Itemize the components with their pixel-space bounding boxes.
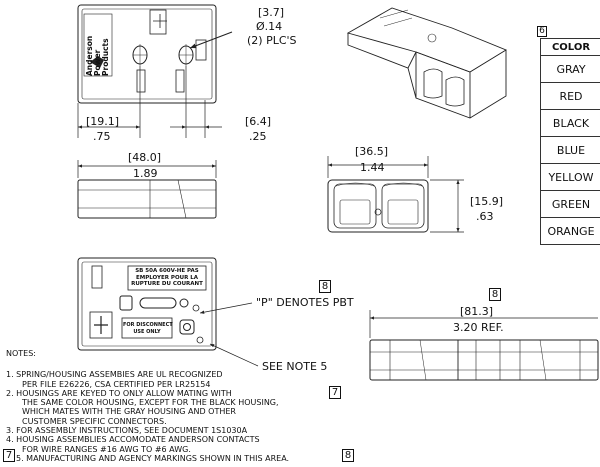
disconnect-line-2: USE ONLY: [133, 328, 161, 335]
color-row: ORANGE: [540, 217, 600, 245]
marker-7-mid: 7: [329, 386, 341, 399]
length-mm: [48.0]: [128, 151, 162, 164]
see-note-5: SEE NOTE 5: [262, 360, 328, 373]
marker-8-pbt: 8: [319, 280, 331, 293]
isometric-view: [346, 7, 507, 119]
color-table-marker: 6: [537, 26, 547, 37]
face-width-mm: [36.5]: [355, 145, 389, 158]
label-text: SB 50A 600V-HE PAS EMPLOYER POUR LA RUPT…: [130, 268, 204, 288]
logo-line-3: Products: [101, 38, 110, 76]
pbt-note: "P" DENOTES PBT: [256, 296, 354, 309]
label-line-1: SB 50A 600V-HE PAS: [135, 268, 199, 274]
note-1: 1. SPRING/HOUSING ASSEMBIES ARE UL RECOG…: [6, 370, 223, 380]
color-row: BLUE: [540, 136, 600, 164]
face-height-in: .63: [476, 210, 494, 223]
color-table: COLOR GRAY RED BLACK BLUE YELLOW GREEN O…: [540, 38, 600, 245]
front-face-dimensions: [327, 156, 464, 233]
note-2-cont: THE SAME COLOR HOUSING, EXCEPT FOR THE B…: [22, 398, 279, 408]
marker-8-assembly: 8: [489, 288, 501, 301]
top-view: [77, 4, 233, 104]
logo-text: Anderson Power Products: [85, 36, 110, 76]
disconnect-text: FOR DISCONNECT USE ONLY: [123, 322, 173, 335]
ref-length-mm: [81.3]: [460, 305, 494, 318]
hole-dia-mm: [3.7]: [258, 6, 285, 19]
note-5: 5. MANUFACTURING AND AGENCY MARKINGS SHO…: [16, 453, 290, 463]
length-in: 1.89: [133, 167, 158, 180]
front-face-view: [327, 179, 429, 233]
note-4-cont: FOR WIRE RANGES #16 AWG TO #6 AWG.: [22, 444, 191, 454]
hole-count: (2) PLC'S: [247, 34, 297, 47]
marker-7-note: 7: [3, 449, 15, 462]
width-front-in: .75: [93, 130, 111, 143]
note-1-cont: PER FILE E26226, CSA CERTIFIED PER LR251…: [22, 379, 211, 389]
offset-in: .25: [249, 130, 267, 143]
note-2-cont: CUSTOMER SPECIFIC CONNECTORS.: [22, 416, 167, 426]
color-row: RED: [540, 82, 600, 110]
note-2-cont: WHICH MATES WITH THE GRAY HOUSING AND OT…: [22, 407, 236, 417]
assembly-dimensions: [369, 310, 598, 338]
color-row: YELLOW: [540, 163, 600, 191]
width-front-mm: [19.1]: [86, 115, 120, 128]
face-width-in: 1.44: [360, 161, 385, 174]
note-2: 2. HOUSINGS ARE KEYED TO ONLY ALLOW MATI…: [6, 388, 232, 398]
offset-mm: [6.4]: [245, 115, 272, 128]
color-row: BLACK: [540, 109, 600, 137]
color-table-header: COLOR: [540, 38, 600, 56]
label-view: [77, 257, 217, 351]
note-3: 3. FOR ASSEMBLY INSTRUCTIONS, SEE DOCUME…: [6, 426, 248, 436]
hole-dia-in: Ø.14: [256, 20, 283, 33]
notes-block: NOTES: 1. SPRING/HOUSING ASSEMBIES ARE U…: [6, 349, 289, 463]
note-4: 4. HOUSING ASSEMBLIES ACCOMODATE ANDERSO…: [6, 435, 260, 445]
color-row: GREEN: [540, 190, 600, 218]
notes-heading: NOTES:: [6, 349, 36, 358]
side-view: [77, 179, 217, 219]
marker-8-note: 8: [342, 449, 354, 462]
top-view-dimensions: [77, 66, 222, 138]
callout-leaders: [199, 302, 259, 367]
ref-length-in: 3.20 REF.: [453, 321, 504, 334]
label-line-3: RUPTURE DU COURANT: [131, 281, 203, 287]
disconnect-line-1: FOR DISCONNECT: [123, 322, 173, 328]
assembly-side-view: [369, 339, 599, 381]
color-row: GRAY: [540, 55, 600, 83]
label-line-2: EMPLOYER POUR LA: [135, 274, 199, 281]
face-height-mm: [15.9]: [470, 195, 504, 208]
side-view-dimensions: [77, 160, 217, 178]
